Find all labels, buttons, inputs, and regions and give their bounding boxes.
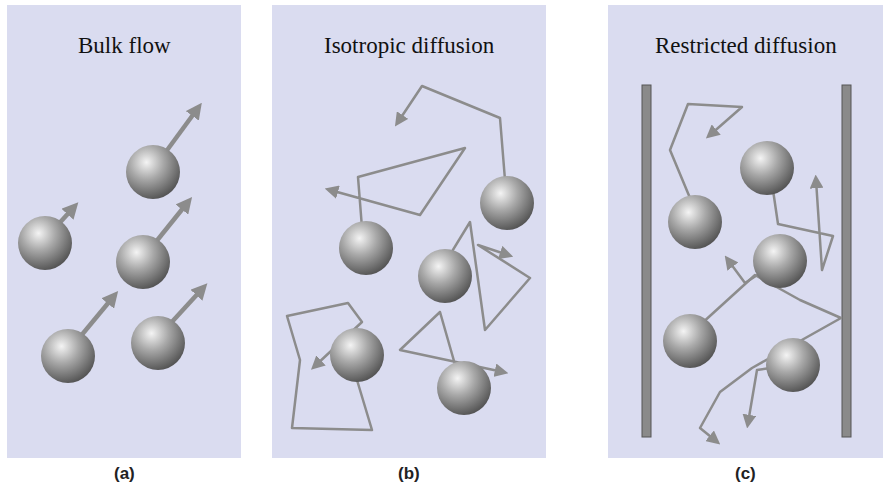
flow-arrow: [165, 108, 198, 153]
molecule-sphere: [330, 328, 384, 382]
molecule-sphere: [339, 221, 393, 275]
panel-title: Isotropic diffusion: [324, 33, 494, 59]
molecule-sphere: [437, 361, 491, 415]
panel-letter: (c): [735, 464, 756, 484]
molecule-sphere: [41, 329, 95, 383]
panel-ground: [272, 5, 546, 458]
molecule-sphere: [418, 249, 472, 303]
drawing-part: [18, 141, 820, 415]
panel-letter: (b): [398, 464, 420, 484]
panel-ground: [842, 85, 851, 437]
drawing-part: [55, 108, 203, 337]
diffusion-path: [700, 275, 841, 441]
diffusion-path: [330, 148, 465, 228]
panel-ground: [7, 5, 241, 458]
molecule-sphere: [18, 216, 72, 270]
panel-title: Bulk flow: [78, 33, 171, 59]
drawing-part: [670, 104, 841, 441]
molecule-sphere: [131, 316, 185, 370]
panel: Bulk flow: [7, 5, 241, 458]
flow-arrow: [155, 202, 188, 243]
panel-letter: (a): [114, 464, 135, 484]
panel: Isotropic diffusion: [272, 5, 546, 458]
molecule-sphere: [126, 145, 180, 199]
molecule-sphere: [668, 195, 722, 249]
diffusion-path: [748, 368, 770, 423]
molecule-sphere: [753, 234, 807, 288]
flow-arrow: [170, 288, 203, 324]
panel: Restricted diffusion: [608, 5, 883, 458]
drawing-part: [287, 86, 530, 430]
molecule-sphere: [116, 235, 170, 289]
diffusion-path: [670, 104, 742, 198]
molecule-sphere: [766, 338, 820, 392]
molecule-sphere: [740, 141, 794, 195]
panel-title: Restricted diffusion: [655, 33, 837, 59]
diffusion-path: [400, 312, 503, 372]
molecule-sphere: [480, 176, 534, 230]
molecule-sphere: [663, 314, 717, 368]
panel-ground: [608, 5, 883, 458]
flow-arrow: [80, 296, 114, 337]
panel-ground: [642, 85, 651, 437]
